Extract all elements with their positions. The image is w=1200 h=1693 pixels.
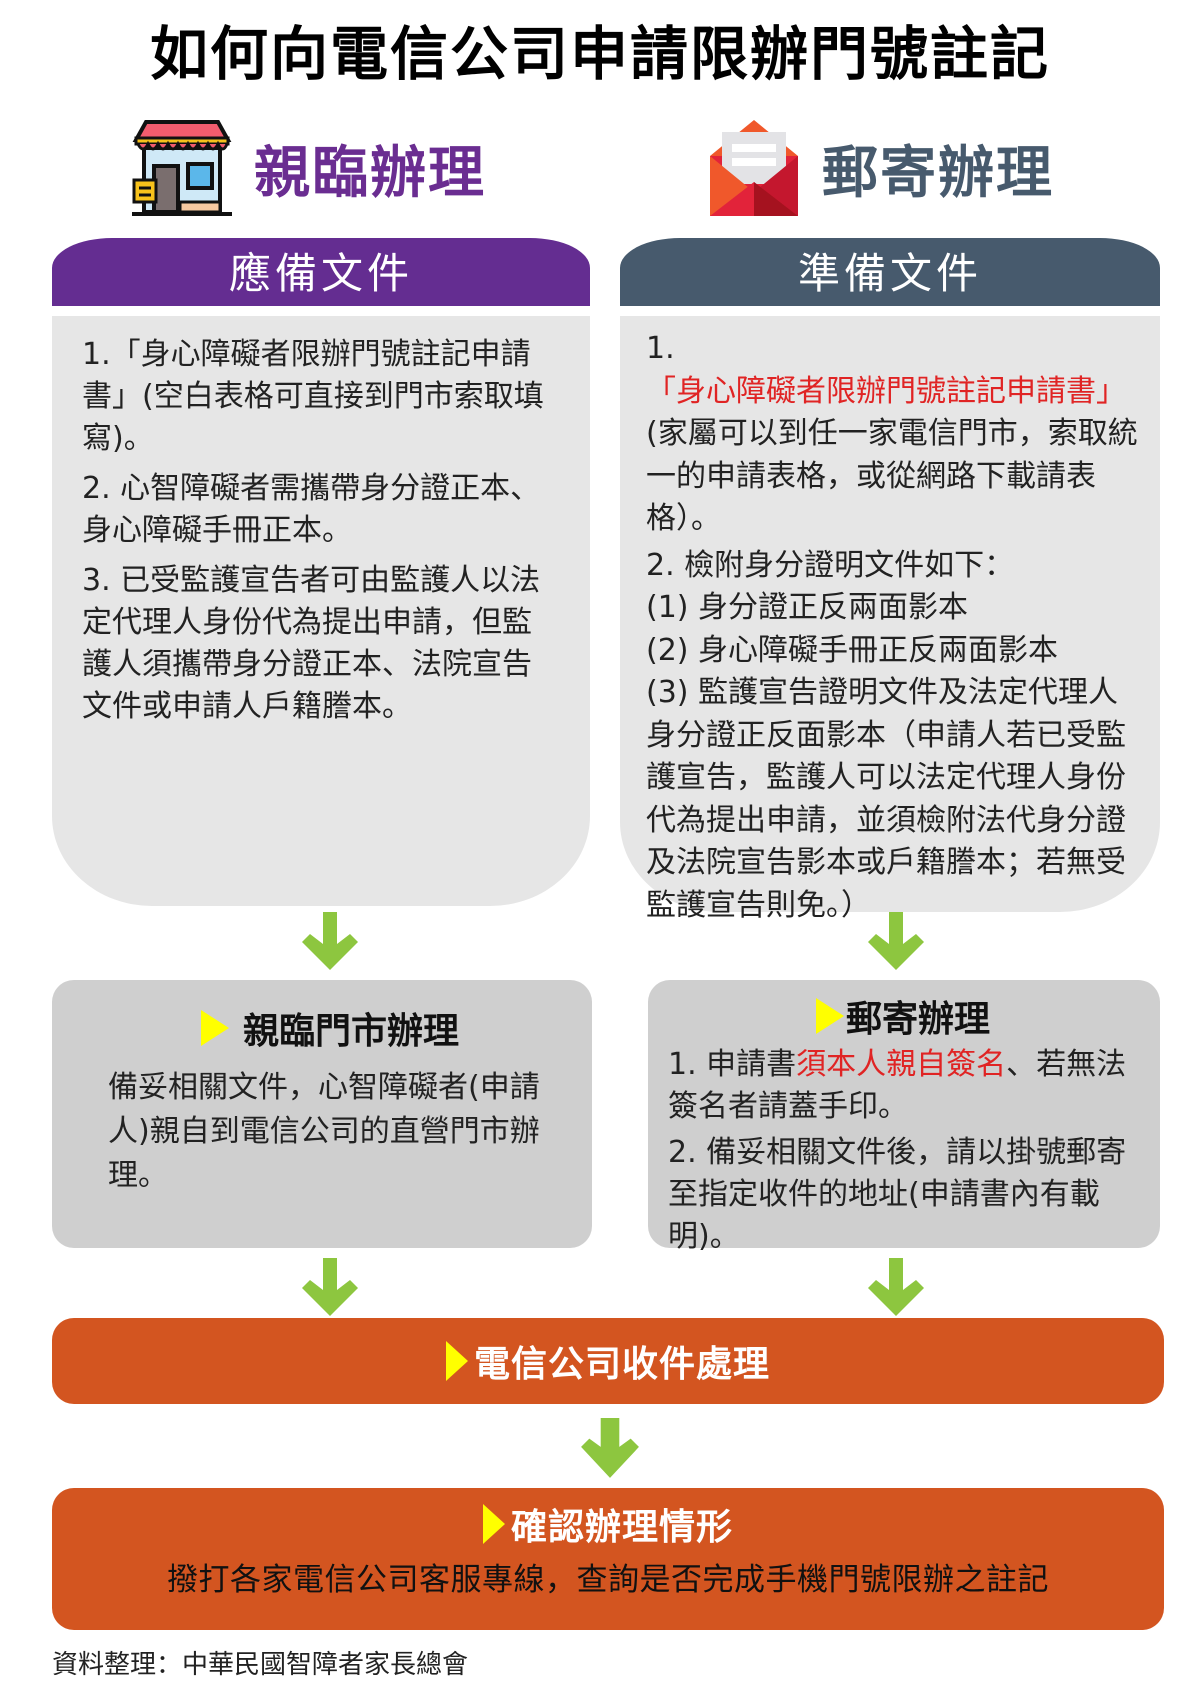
mail-header: 郵寄辦理: [708, 118, 1054, 218]
page-title: 如何向電信公司申請限辦門號註記: [149, 20, 1050, 88]
envelope-icon: [710, 120, 798, 216]
telecom-receive-step: 電信公司收件處理: [52, 1318, 1164, 1404]
storefront-icon: [132, 120, 232, 216]
down-arrow-icon: [302, 912, 358, 970]
play-triangle-icon: [200, 1010, 229, 1046]
mail-heading: 郵寄辦理: [822, 140, 1054, 206]
down-arrow-icon: [581, 1418, 639, 1478]
source-credit: 資料整理：中華民國智障者家長總會: [52, 1650, 469, 1680]
required-documents-tab: 應備文件: [52, 238, 590, 306]
down-arrow-icon: [868, 1258, 924, 1316]
confirm-status-step: 確認辦理情形 撥打各家電信公司客服專線，查詢是否完成手機門號限辦之註記: [52, 1488, 1164, 1630]
in-person-heading: 親臨辦理: [254, 140, 486, 206]
process-title: 郵寄辦理: [668, 990, 1138, 1042]
process-title: 親臨門市辦理: [108, 1002, 552, 1054]
play-triangle-icon: [445, 1341, 468, 1381]
document-item: 3. 已受監護宣告者可由監護人以法定代理人身份代為提出申請，但監護人須攜帶身分證…: [82, 563, 541, 724]
process-item-2: 2. 備妥相關文件後，請以掛號郵寄至指定收件的地址(申請書內有載明)。: [668, 1135, 1127, 1254]
play-triangle-icon: [815, 998, 844, 1034]
down-arrow-icon: [868, 912, 924, 970]
in-person-header: 親臨辦理: [132, 118, 486, 218]
process-body: 備妥相關文件，心智障礙者(申請人)親自到電信公司的直營門市辦理。: [108, 1070, 540, 1193]
document-item-1: 1.「身心障礙者限辦門號註記申請書」(家屬可以到任一家電信門市，索取統一的申請表…: [646, 331, 1138, 536]
signature-highlight: 須本人親自簽名: [796, 1047, 1007, 1082]
confirm-status-body: 撥打各家電信公司客服專線，查詢是否完成手機門號限辦之註記: [167, 1562, 1049, 1598]
in-person-process-box: 親臨門市辦理 備妥相關文件，心智障礙者(申請人)親自到電信公司的直營門市辦理。: [52, 980, 592, 1248]
mail-documents-panel: 1.「身心障礙者限辦門號註記申請書」(家屬可以到任一家電信門市，索取統一的申請表…: [620, 316, 1160, 923]
sub-item: (3) 監護宣告證明文件及法定代理人身分證正反面影本（申請人若已受監護宣告，監護…: [646, 675, 1126, 923]
form-name-highlight: 「身心障礙者限辦門號註記申請書」: [646, 373, 1126, 409]
document-item: 1.「身心障礙者限辦門號註記申請書」(空白表格可直接到門市索取填寫)。: [82, 337, 544, 456]
sub-item: (1) 身分證正反兩面影本: [646, 590, 969, 625]
prepare-documents-tab: 準備文件: [620, 238, 1160, 306]
down-arrow-icon: [302, 1258, 358, 1316]
process-item-1: 1. 申請書須本人親自簽名、若無法簽名者請蓋手印。: [668, 1047, 1127, 1124]
sub-item: (2) 身心障礙手冊正反兩面影本: [646, 632, 1059, 668]
document-item-2: 2. 檢附身分證明文件如下：: [646, 547, 1015, 583]
mail-process-box: 郵寄辦理 1. 申請書須本人親自簽名、若無法簽名者請蓋手印。 2. 備妥相關文件…: [648, 980, 1160, 1254]
in-person-documents-panel: 1.「身心障礙者限辦門號註記申請書」(空白表格可直接到門市索取填寫)。 2. 心…: [52, 316, 590, 906]
document-item: 2. 心智障礙者需攜帶身分證正本、身心障礙手冊正本。: [82, 471, 541, 548]
play-triangle-icon: [482, 1504, 505, 1544]
